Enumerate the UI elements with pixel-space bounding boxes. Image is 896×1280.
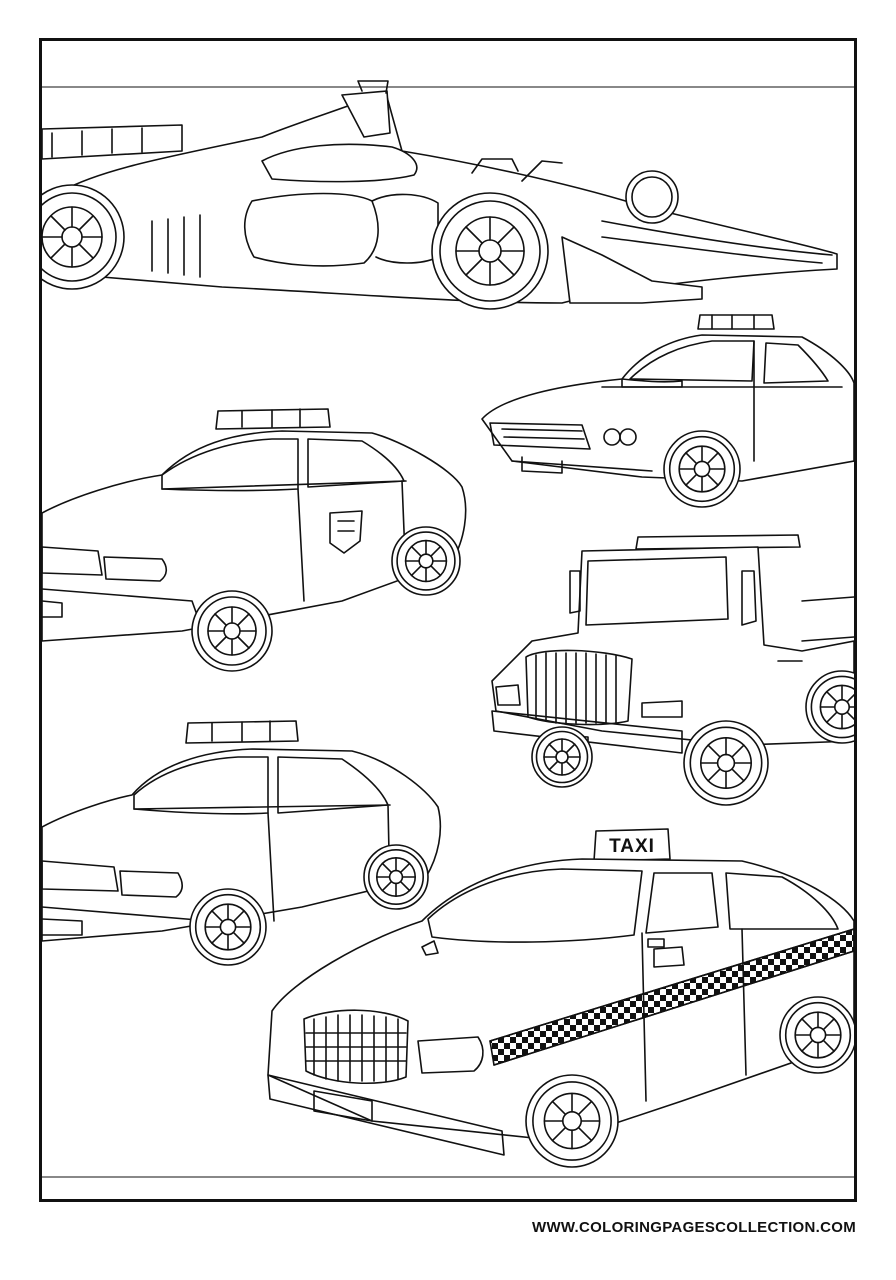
police-car-icon	[42, 409, 466, 672]
coloring-page-frame: TAXI	[39, 38, 857, 1202]
taxi-icon: TAXI	[268, 829, 854, 1168]
website-credit: WWW.COLORINGPAGESCOLLECTION.COM	[532, 1219, 856, 1236]
race-car-icon	[42, 81, 837, 309]
taxi-sign-label: TAXI	[609, 836, 655, 857]
police-car-icon	[482, 315, 854, 508]
truck-icon	[492, 535, 854, 806]
police-car-icon	[42, 721, 440, 966]
vehicles-illustration: TAXI	[42, 41, 854, 1199]
